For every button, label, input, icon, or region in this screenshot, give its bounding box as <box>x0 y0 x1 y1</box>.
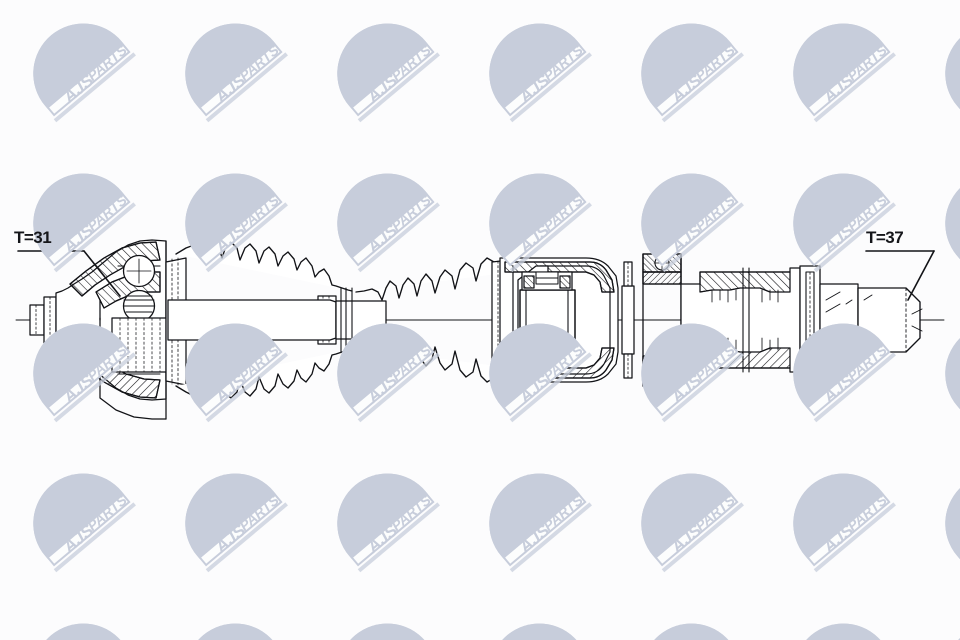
spline-count-label-inner: T=37 <box>866 228 904 247</box>
splined-stub-shaft <box>680 265 923 375</box>
tripod-joint-housing <box>499 257 619 383</box>
shaft-bar <box>167 287 387 353</box>
spline-count-label-outer: T=31 <box>14 228 52 247</box>
outer-cv-joint <box>29 239 187 420</box>
